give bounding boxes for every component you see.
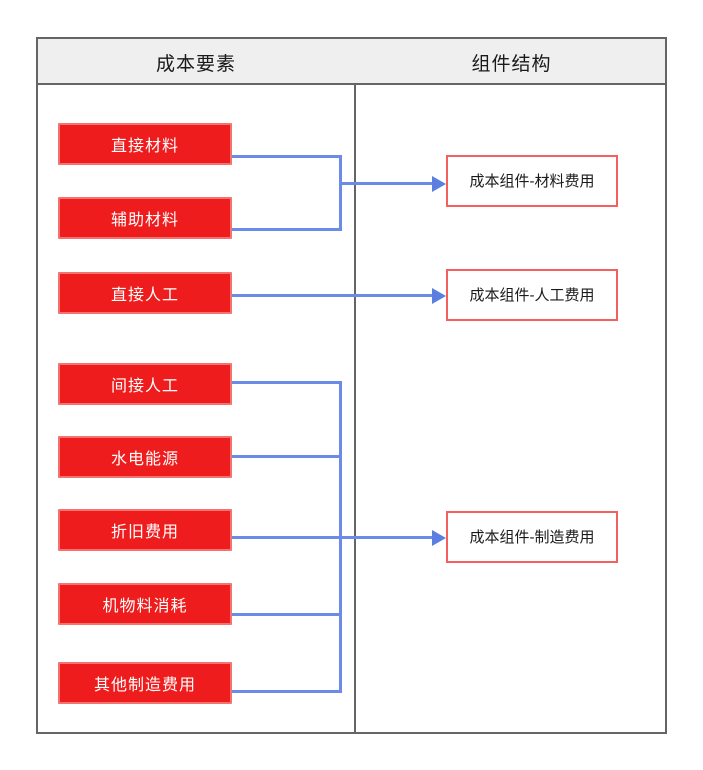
- connector-auxiliary-material-stub: [232, 228, 342, 231]
- cost-component-box-labor[interactable]: 成本组件-人工费用: [446, 269, 618, 321]
- cost-element-box-direct-material[interactable]: 直接材料: [58, 123, 232, 165]
- connector-indirect-labor-stub: [232, 381, 342, 384]
- connector-other-manufacturing-stub: [232, 690, 342, 693]
- connector-utilities-stub: [232, 455, 342, 458]
- cost-element-box-machine-supplies[interactable]: 机物料消耗: [58, 583, 232, 625]
- connector-manufacturing-to-component: [339, 536, 437, 539]
- connector-direct-labor-to-component: [232, 294, 437, 297]
- table-header-band: [38, 39, 665, 85]
- cost-component-box-manufacturing[interactable]: 成本组件-制造费用: [446, 511, 618, 563]
- connector-material-bus: [339, 155, 342, 231]
- connector-depreciation-stub: [232, 536, 342, 539]
- arrow-labor: [432, 288, 446, 304]
- cost-element-box-direct-labor[interactable]: 直接人工: [58, 272, 232, 314]
- column-divider: [354, 85, 356, 734]
- cost-element-box-depreciation[interactable]: 折旧费用: [58, 509, 232, 551]
- cost-component-box-material[interactable]: 成本组件-材料费用: [446, 155, 618, 207]
- connector-material-to-component: [339, 182, 437, 185]
- cost-element-box-auxiliary-material[interactable]: 辅助材料: [58, 197, 232, 239]
- cost-element-box-utilities-energy[interactable]: 水电能源: [58, 436, 232, 478]
- cost-element-box-other-manufacturing[interactable]: 其他制造费用: [58, 662, 232, 704]
- cost-element-box-indirect-labor[interactable]: 间接人工: [58, 363, 232, 405]
- connector-machine-supplies-stub: [232, 613, 342, 616]
- connector-direct-material-stub: [232, 155, 342, 158]
- arrow-manufacturing: [432, 530, 446, 546]
- arrow-material: [432, 176, 446, 192]
- column-header-cost-elements: 成本要素: [155, 53, 236, 75]
- column-header-component-structure: 组件结构: [471, 53, 552, 75]
